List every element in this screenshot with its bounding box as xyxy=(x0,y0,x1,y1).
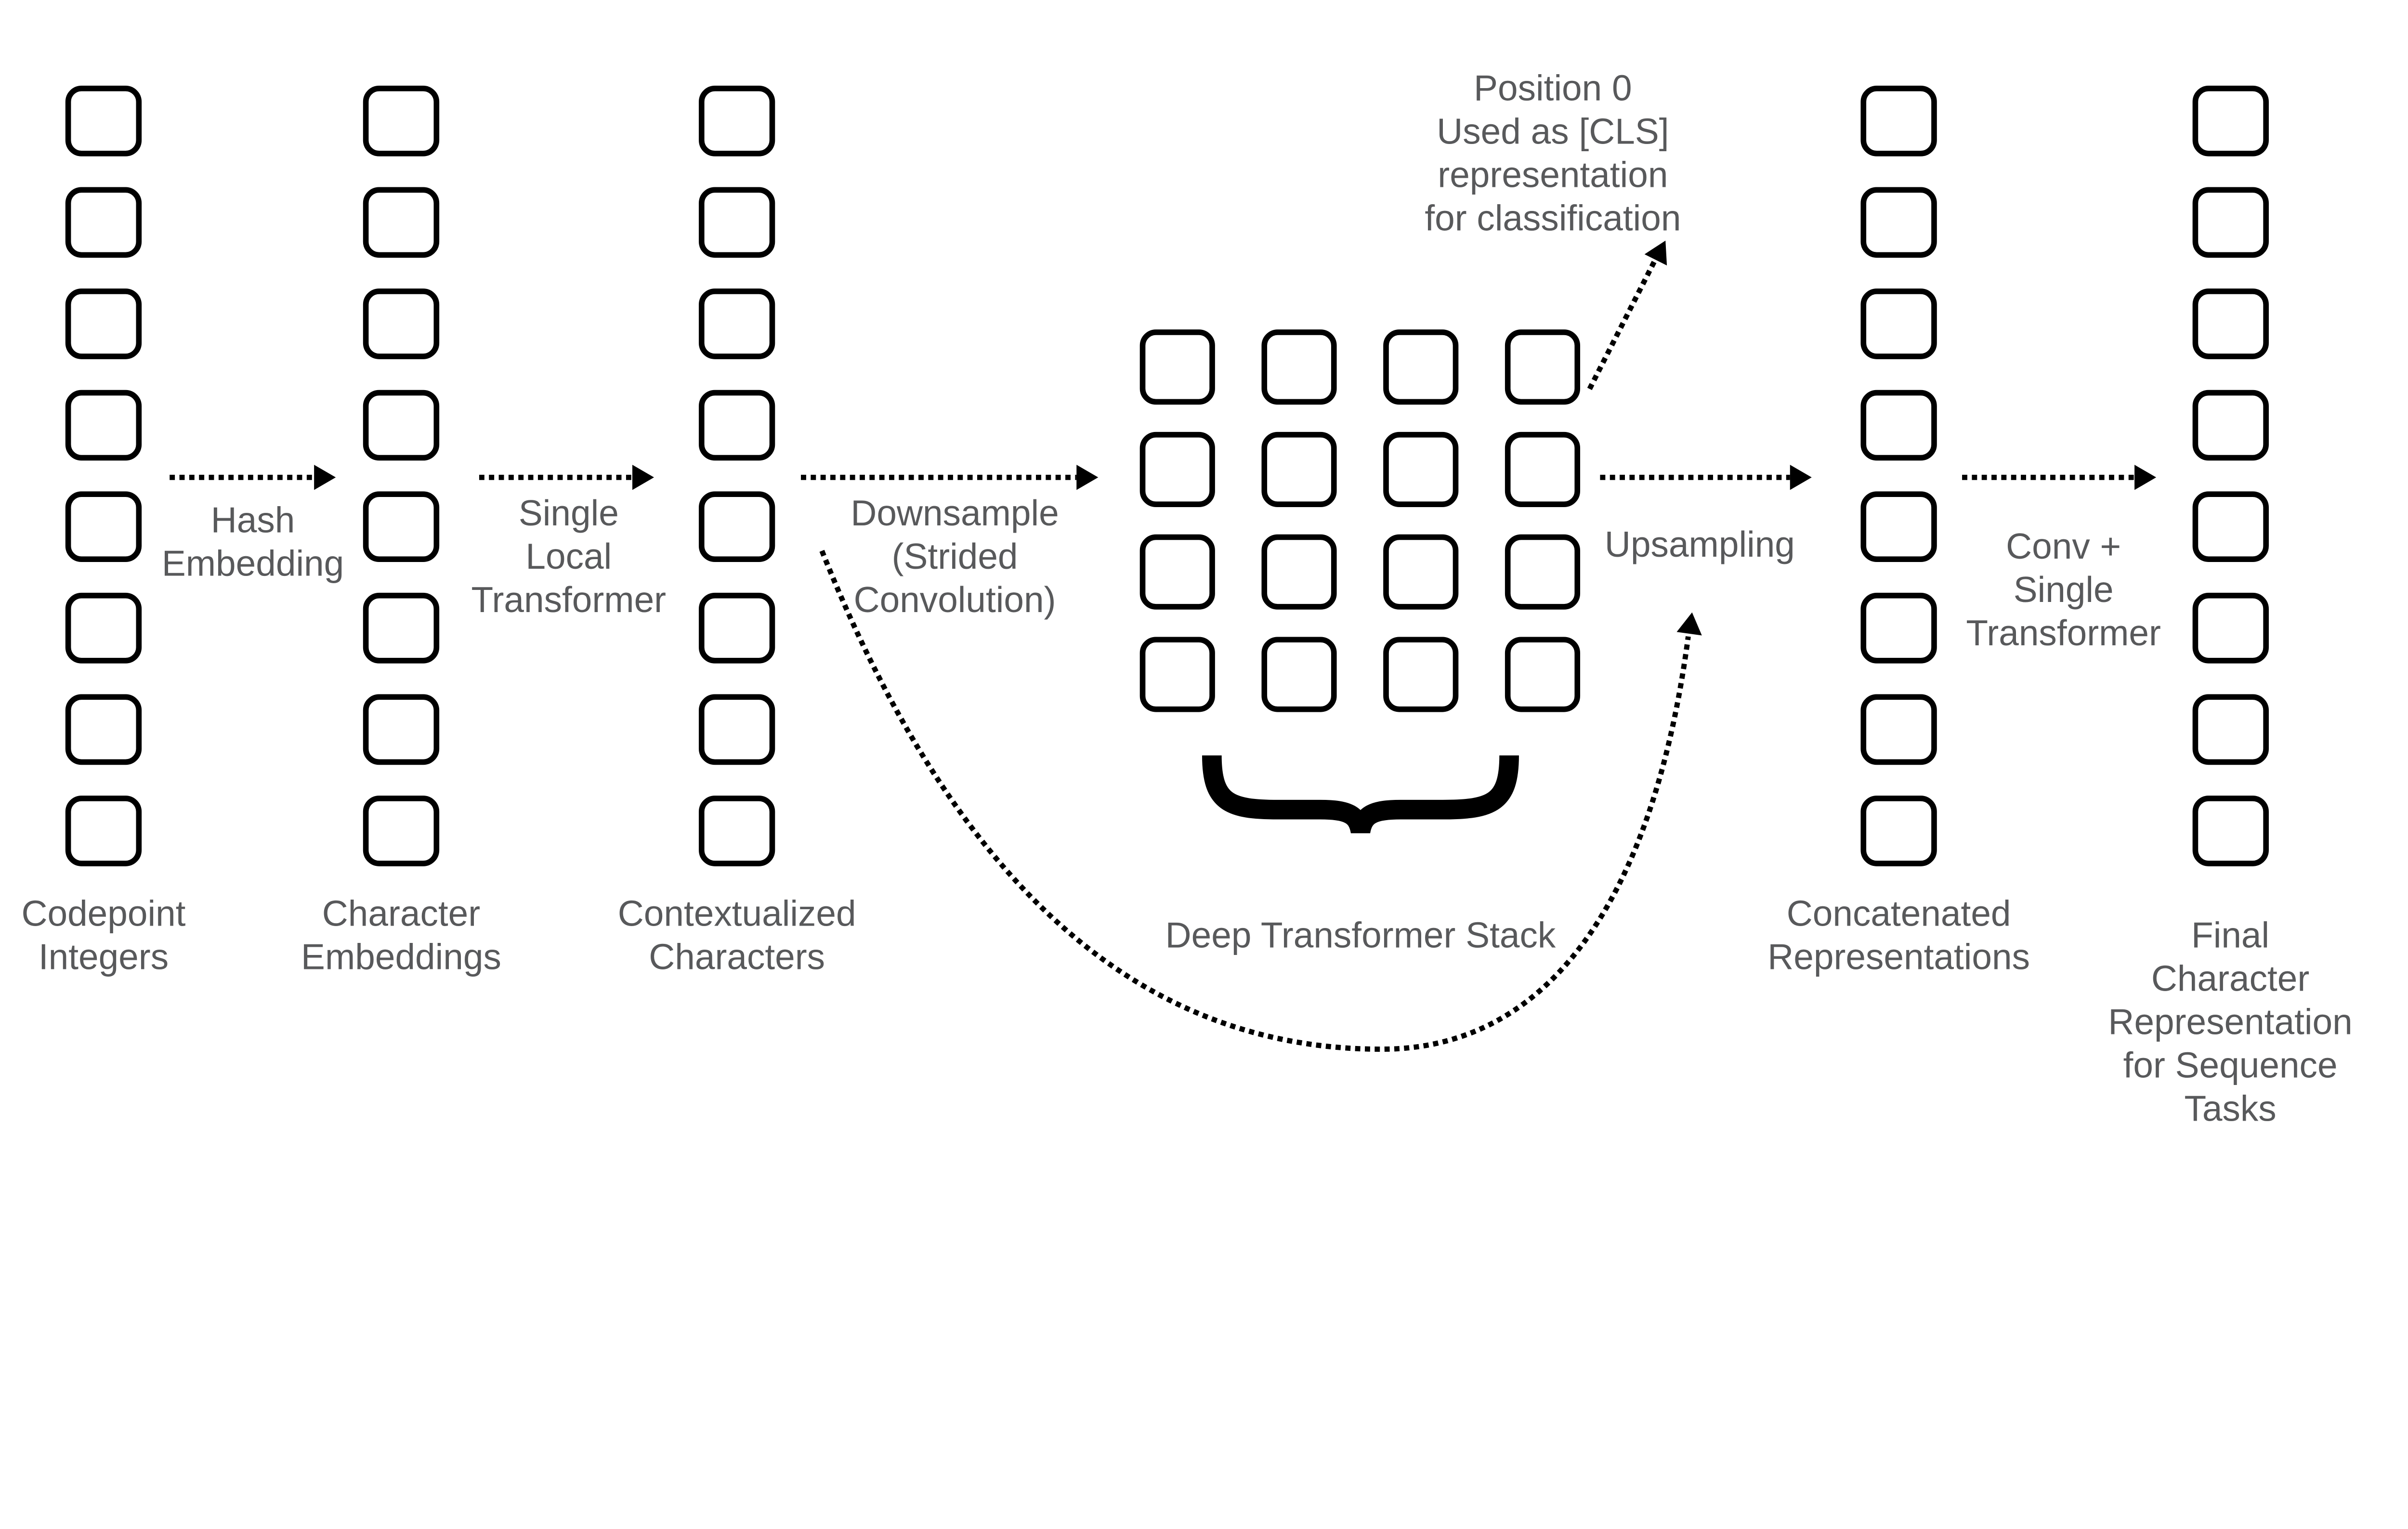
conv-single-transformer-label: Conv + Single Transformer xyxy=(1966,526,2161,653)
token-square xyxy=(1860,390,1937,461)
token-square xyxy=(65,390,142,461)
column-concatenated-representations xyxy=(1860,85,1937,897)
cls-arrow xyxy=(1587,258,1658,391)
token-square xyxy=(1383,534,1459,610)
deep-transformer-grid xyxy=(1139,329,1581,712)
token-square xyxy=(698,390,775,461)
token-square xyxy=(65,491,142,562)
token-square xyxy=(1261,329,1337,405)
token-square xyxy=(2192,694,2269,765)
token-square xyxy=(1383,637,1459,712)
token-square xyxy=(1505,329,1581,405)
token-square xyxy=(1860,592,1937,664)
token-square xyxy=(1860,694,1937,765)
token-square xyxy=(1139,431,1215,508)
concatenated-representations-label: Concatenated Representations xyxy=(1767,893,2030,977)
architecture-diagram: Codepoint Integers Character Embeddings … xyxy=(21,67,2353,1129)
hash-embedding-label: Hash Embedding xyxy=(161,499,344,584)
token-square xyxy=(363,491,440,562)
column-final-character-representation xyxy=(2192,85,2269,897)
cls-arrowhead xyxy=(1644,240,1667,266)
token-square xyxy=(1139,329,1215,405)
token-square xyxy=(65,187,142,258)
cls-annotation: Position 0 Used as [CLS] representation … xyxy=(1425,67,1681,238)
final-character-representation-label: Final Character Representation for Seque… xyxy=(2108,915,2353,1129)
token-square xyxy=(363,288,440,359)
downsample-arrowhead xyxy=(1076,465,1099,490)
downsample-label: Downsample (Strided Convolution) xyxy=(851,493,1059,620)
connector-layer xyxy=(170,240,2157,1052)
token-square xyxy=(1505,431,1581,508)
token-square xyxy=(698,491,775,562)
upsampling-label: Upsampling xyxy=(1604,524,1795,565)
token-square xyxy=(363,187,440,258)
column-codepoint-integers xyxy=(65,85,142,897)
token-square xyxy=(698,694,775,765)
deep-transformer-stack-label: Deep Transformer Stack xyxy=(1165,915,1556,955)
token-square xyxy=(1860,796,1937,866)
token-square xyxy=(1505,534,1581,610)
token-square xyxy=(1505,637,1581,712)
token-square xyxy=(2192,85,2269,157)
token-square xyxy=(65,288,142,359)
token-square xyxy=(1383,329,1459,405)
token-square xyxy=(363,592,440,664)
token-square xyxy=(1860,288,1937,359)
token-square xyxy=(1261,431,1337,508)
skip-connection-curve xyxy=(819,549,1691,1052)
token-square xyxy=(2192,288,2269,359)
token-square xyxy=(65,592,142,664)
token-square xyxy=(363,85,440,157)
column-character-embeddings xyxy=(363,85,440,897)
token-square xyxy=(1261,637,1337,712)
token-square xyxy=(1261,534,1337,610)
character-embeddings-label: Character Embeddings xyxy=(301,893,501,977)
token-square xyxy=(2192,491,2269,562)
token-square xyxy=(1860,85,1937,157)
skip-connection-arrowhead xyxy=(1676,612,1702,636)
token-square xyxy=(1139,637,1215,712)
token-square xyxy=(698,288,775,359)
conv-single-transformer-arrowhead xyxy=(2134,465,2157,490)
token-square xyxy=(363,390,440,461)
token-square xyxy=(1860,187,1937,258)
single-local-transformer-label: Single Local Transformer xyxy=(471,493,667,620)
token-square xyxy=(698,796,775,866)
token-square xyxy=(2192,390,2269,461)
token-square xyxy=(1860,491,1937,562)
token-square xyxy=(2192,796,2269,866)
upsampling-arrowhead xyxy=(1790,465,1812,490)
column-contextualized-characters xyxy=(698,85,775,897)
token-square xyxy=(363,694,440,765)
token-square xyxy=(2192,592,2269,664)
hash-embedding-arrowhead xyxy=(314,465,336,490)
token-square xyxy=(2192,187,2269,258)
token-square xyxy=(65,694,142,765)
stack-brace xyxy=(1202,755,1519,834)
token-square xyxy=(698,85,775,157)
single-local-transformer-arrowhead xyxy=(632,465,654,490)
contextualized-characters-label: Contextualized Characters xyxy=(617,893,856,977)
token-square xyxy=(1139,534,1215,610)
token-square xyxy=(363,796,440,866)
codepoint-integers-label: Codepoint Integers xyxy=(21,893,186,977)
token-square xyxy=(65,85,142,157)
token-square xyxy=(698,592,775,664)
token-square xyxy=(65,796,142,866)
token-square xyxy=(698,187,775,258)
token-square xyxy=(1383,431,1459,508)
